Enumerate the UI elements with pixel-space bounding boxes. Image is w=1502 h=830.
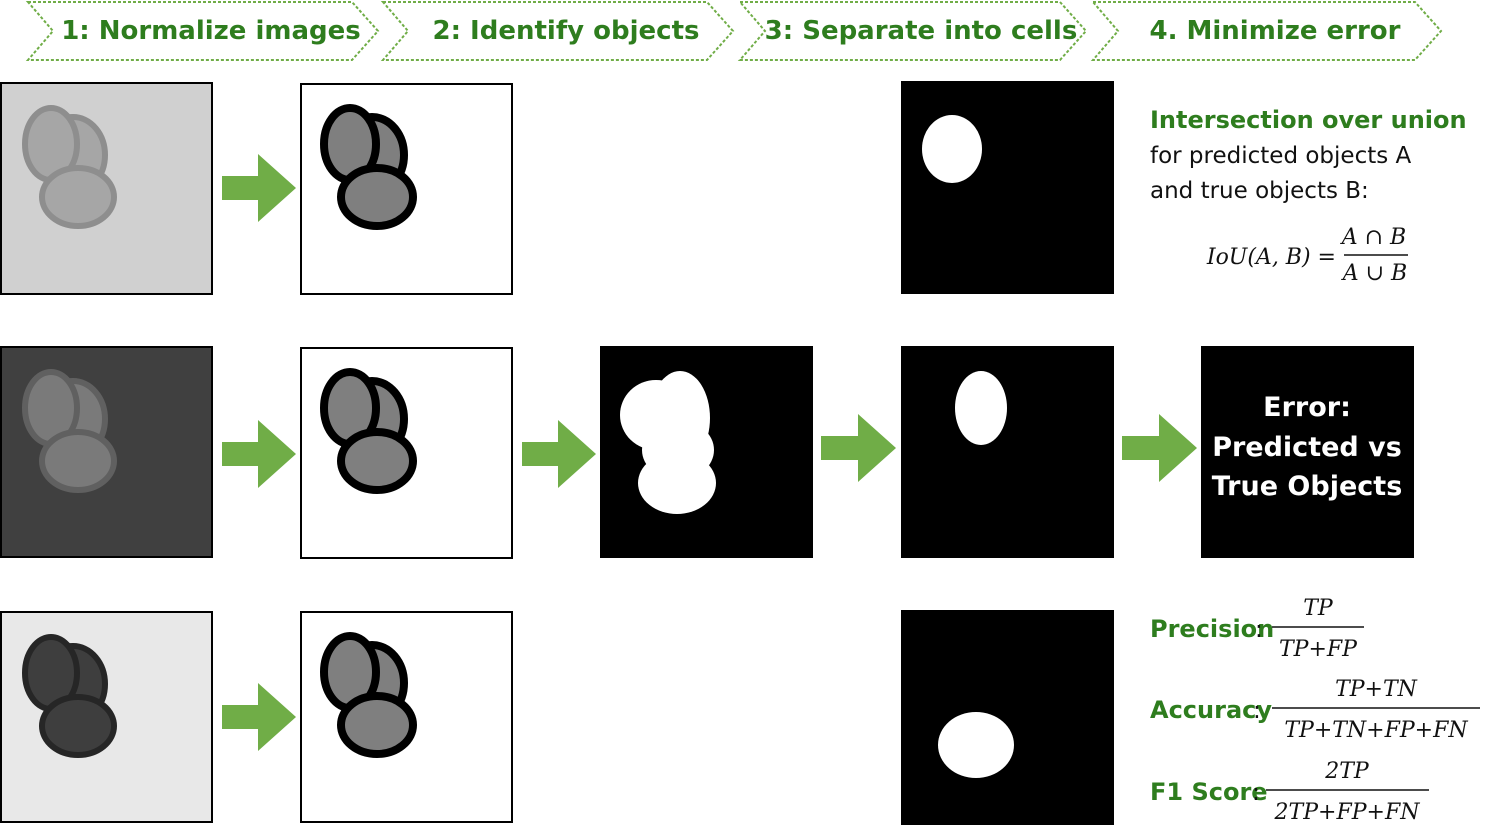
outlined-objects-image (300, 347, 513, 559)
error-line-2: Predicted vs (1212, 432, 1402, 463)
accuracy-numerator: TP+TN (1335, 677, 1418, 702)
f1-score-label: F1 Score (1150, 778, 1268, 806)
arrow-right-icon (522, 420, 596, 488)
arrow-right-icon (222, 154, 296, 222)
f1-score-numerator: 2TP (1324, 759, 1370, 784)
precision-label: Precision (1150, 615, 1274, 643)
precision-denominator: TP+FP (1279, 637, 1358, 662)
raw-image-light-gray (0, 82, 213, 295)
f1-score-metric: F1 Score : 2TP 2TP+FP+FN (1150, 759, 1429, 825)
iou-line-2: and true objects B: (1150, 178, 1369, 204)
arrow-right-icon (222, 683, 296, 751)
arrow-right-icon (821, 414, 896, 482)
step-label-4: 4. Minimize error (1149, 16, 1400, 46)
step-chevron-1 (25, 0, 380, 61)
arrow-right-icon (222, 420, 296, 488)
precision-colon: : (1255, 617, 1263, 643)
outlined-objects-image (300, 611, 513, 823)
step-label-3: 3: Separate into cells (765, 16, 1078, 46)
arrow-right-icon (1122, 414, 1197, 482)
error-box: Error: Predicted vs True Objects (1201, 346, 1414, 558)
accuracy-metric: Accuracy : TP+TN TP+TN+FP+FN (1150, 677, 1480, 743)
precision-metric: Precision : TP TP+FP (1150, 596, 1364, 662)
cell-mask-3 (901, 610, 1114, 825)
cell-mask-2 (901, 346, 1114, 558)
step-chevron-3 (737, 0, 1088, 61)
raw-image-bright-gray (0, 611, 213, 823)
step-label-2: 2: Identify objects (433, 16, 700, 46)
accuracy-denominator: TP+TN+FP+FN (1284, 718, 1468, 743)
step-banner (25, 0, 1443, 61)
accuracy-colon: : (1253, 698, 1261, 724)
outlined-objects-image (300, 83, 513, 295)
iou-description: Intersection over union for predicted ob… (1150, 106, 1467, 286)
precision-numerator: TP (1303, 596, 1334, 621)
raw-image-dark-gray (0, 346, 213, 558)
iou-formula-lhs: IoU(A, B) = (1206, 245, 1336, 270)
error-line-1: Error: (1263, 392, 1351, 423)
f1-score-denominator: 2TP+FP+FN (1274, 800, 1421, 825)
iou-denominator: A ∪ B (1341, 261, 1407, 286)
step-chevron-4 (1090, 0, 1443, 61)
iou-line-1: for predicted objects A (1150, 143, 1412, 169)
accuracy-label: Accuracy (1150, 696, 1272, 724)
cell-mask-1 (901, 81, 1114, 294)
step-label-1: 1: Normalize images (61, 16, 361, 46)
binary-mask-image (600, 346, 813, 558)
f1-score-colon: : (1252, 780, 1260, 806)
iou-title: Intersection over union (1150, 106, 1467, 134)
iou-numerator: A ∩ B (1340, 225, 1406, 250)
step-chevron-2 (380, 0, 735, 61)
metrics-panel: Precision : TP TP+FP Accuracy : TP+TN TP… (1150, 596, 1480, 825)
error-line-3: True Objects (1212, 471, 1403, 502)
